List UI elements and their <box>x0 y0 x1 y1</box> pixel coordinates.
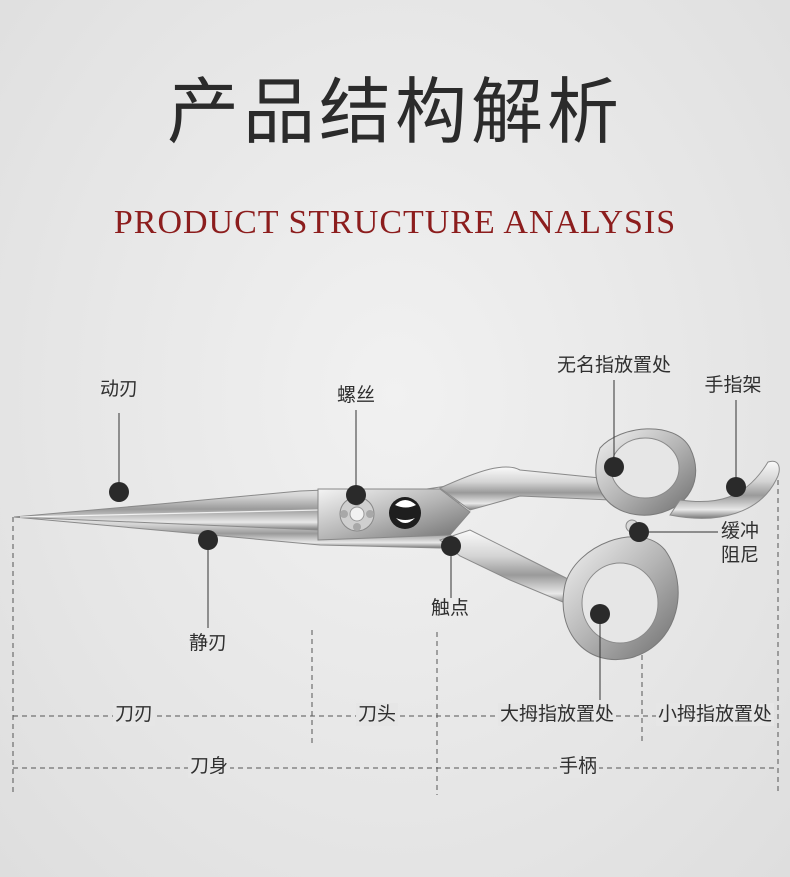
body-section-label: 刀身 <box>188 755 230 778</box>
moving-blade-label: 动刃 <box>100 378 138 401</box>
handle-section-label: 手柄 <box>557 755 599 778</box>
brand-logo-icon <box>389 497 421 529</box>
damper-dot <box>629 522 649 542</box>
finger-rest-dot <box>726 477 746 497</box>
damper-label-line1: 缓冲 <box>721 520 759 543</box>
screw-dot <box>346 485 366 505</box>
thumb-rest-label: 大拇指放置处 <box>498 703 616 726</box>
ring-finger-rest-dot <box>604 457 624 477</box>
contact-point-dot <box>441 536 461 556</box>
head-section-label: 刀头 <box>356 703 398 726</box>
little-thumb-rest-label: 小拇指放置处 <box>656 703 774 726</box>
damper-label-line2: 阻尼 <box>721 544 759 567</box>
moving-blade-dot <box>109 482 129 502</box>
edge-section-label: 刀刃 <box>113 703 155 726</box>
thumb-rest-dot <box>590 604 610 624</box>
screw-label: 螺丝 <box>337 384 375 407</box>
contact-point-label: 触点 <box>431 597 469 620</box>
ring-finger-rest-label: 无名指放置处 <box>557 354 671 377</box>
scissors-image <box>14 429 779 660</box>
static-blade-dot <box>198 530 218 550</box>
static-blade-label: 静刃 <box>189 632 227 655</box>
finger-rest-label: 手指架 <box>704 374 761 397</box>
